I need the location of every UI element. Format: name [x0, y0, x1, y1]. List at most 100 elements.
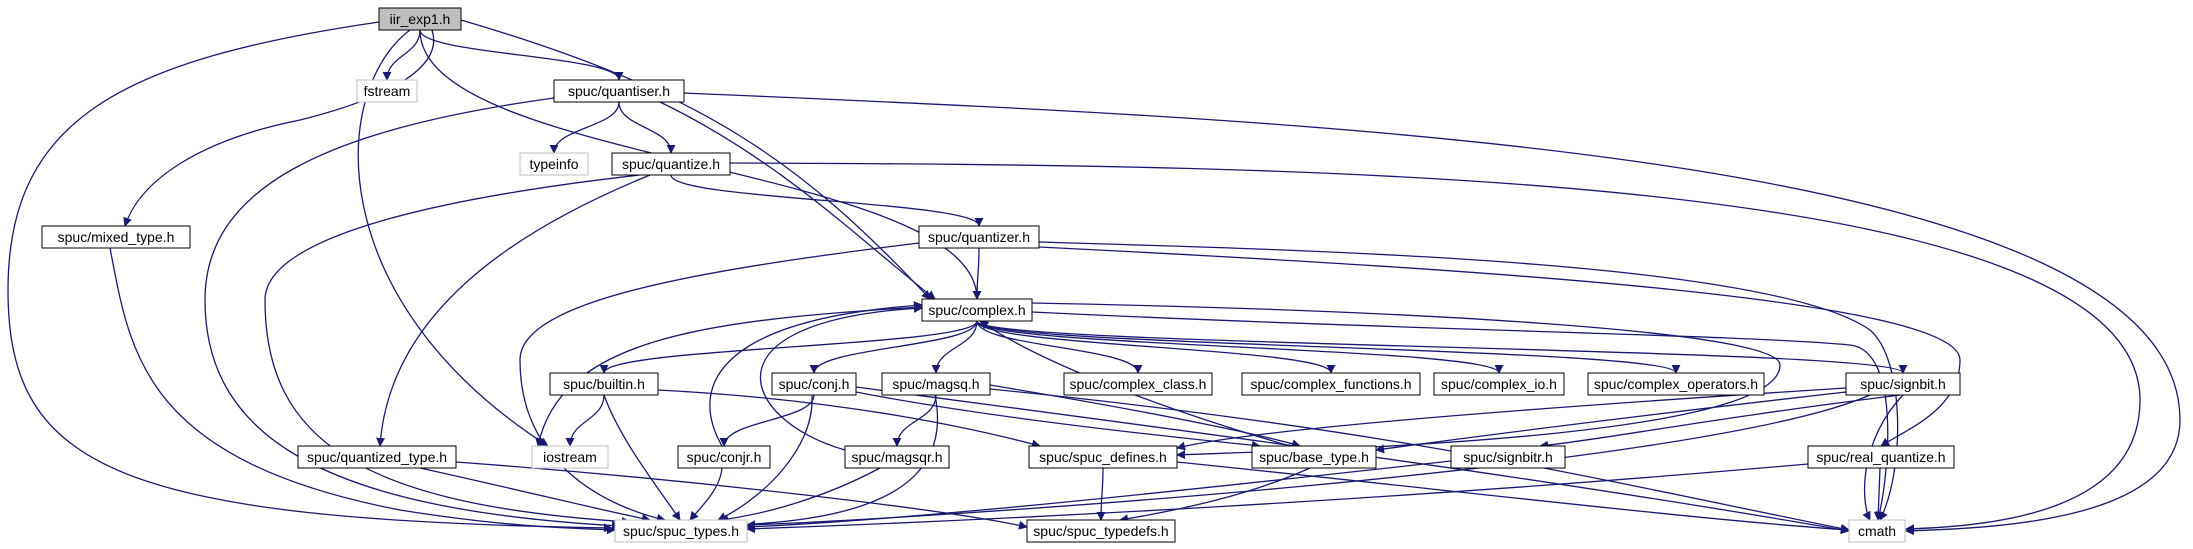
node-signbit-box — [1845, 372, 1961, 396]
edge-quantizer-to-complex — [972, 247, 982, 300]
edge-complex-to-builtin — [599, 320, 978, 374]
node-magsq-label: spuc/magsq.h — [892, 376, 979, 392]
node-magsqr-box — [844, 445, 950, 469]
node-cio[interactable]: spuc/complex_io.h — [1433, 372, 1565, 396]
edge-signbit-to-signbitr — [1539, 394, 1901, 450]
node-builtin[interactable]: spuc/builtin.h — [549, 372, 659, 396]
edge-basetype-to-typedefs-line — [1119, 467, 1311, 524]
edge-complex-to-cclass — [976, 320, 1143, 374]
edge-quantizer-to-cmath-line — [1038, 241, 1899, 521]
node-magsqr[interactable]: spuc/magsqr.h — [844, 445, 950, 469]
edge-conj-to-conjr-line — [719, 394, 815, 447]
node-qtype-label: spuc/quantized_type.h — [307, 449, 447, 465]
node-signbitr[interactable]: spuc/signbitr.h — [1450, 445, 1566, 469]
node-quantizer-box — [918, 225, 1040, 249]
node-defines-box — [1028, 445, 1178, 469]
edge-iir-to-mixed — [123, 29, 435, 227]
node-cio-label: spuc/complex_io.h — [1441, 376, 1557, 392]
edge-conj-to-basetype — [855, 391, 1261, 450]
edge-signbit-to-defines-line — [1176, 387, 1847, 451]
node-quantiser-box — [553, 79, 685, 103]
node-conjr-box — [677, 445, 771, 469]
edge-conjr-to-types — [689, 467, 723, 521]
node-iir-label: iir_exp1.h — [390, 11, 451, 27]
edge-quantizer-to-types — [519, 242, 920, 523]
node-builtin-label: spuc/builtin.h — [563, 376, 645, 392]
node-signbit[interactable]: spuc/signbit.h — [1845, 372, 1961, 396]
edge-signbit-to-basetype-line — [1375, 391, 1847, 454]
node-cclass-box — [1063, 372, 1213, 396]
node-mixed[interactable]: spuc/mixed_type.h — [41, 225, 191, 249]
edge-quantize-to-qtype — [376, 174, 651, 447]
edge-conj-to-basetype-line — [855, 391, 1261, 450]
edge-signbitr-to-types — [746, 460, 1452, 532]
edge-complex-to-signbit — [976, 320, 1908, 374]
node-types-label: spuc/spuc_types.h — [623, 523, 739, 539]
node-quantize-box — [611, 152, 731, 176]
edge-quantize-to-types — [264, 174, 641, 526]
node-fstream-label: fstream — [364, 83, 411, 99]
edge-signbit-to-basetype — [1375, 391, 1847, 454]
edge-iir-to-iostream-line — [357, 29, 549, 447]
node-magsq-box — [881, 372, 991, 396]
edge-quantiser-to-typeinfo — [549, 101, 620, 154]
node-cclass[interactable]: spuc/complex_class.h — [1063, 372, 1213, 396]
edge-quantize-to-quantizer — [670, 174, 984, 227]
node-typedefs-label: spuc/spuc_typedefs.h — [1033, 523, 1168, 539]
node-iostream-box — [531, 445, 609, 469]
node-cops[interactable]: spuc/complex_operators.h — [1587, 372, 1765, 396]
node-complex[interactable]: spuc/complex.h — [921, 298, 1033, 322]
node-typedefs[interactable]: spuc/spuc_typedefs.h — [1026, 519, 1176, 543]
edges-layer — [7, 19, 2181, 536]
edge-complex-to-magsq-line — [931, 320, 978, 374]
node-quantize[interactable]: spuc/quantize.h — [611, 152, 731, 176]
edge-conj-to-types-line — [717, 394, 813, 521]
edge-magsq-to-types-line — [729, 394, 939, 530]
node-fstream: fstream — [356, 79, 418, 103]
node-realq-box — [1807, 445, 1955, 469]
node-conjr[interactable]: spuc/conjr.h — [677, 445, 771, 469]
edge-complex-to-magsq — [931, 320, 978, 374]
edge-quantiser-to-cmath-line — [683, 92, 2181, 536]
node-realq[interactable]: spuc/real_quantize.h — [1807, 445, 1955, 469]
edge-quantize-to-quantizer-line — [670, 174, 984, 227]
node-realq-label: spuc/real_quantize.h — [1816, 449, 1945, 465]
node-cmath-label: cmath — [1858, 523, 1896, 539]
edge-quantize-to-types-line — [264, 174, 641, 526]
node-magsq[interactable]: spuc/magsq.h — [881, 372, 991, 396]
edge-magsq-to-basetype — [989, 384, 1301, 448]
node-conj-label: spuc/conj.h — [779, 376, 850, 392]
node-cfunc[interactable]: spuc/complex_functions.h — [1241, 372, 1421, 396]
node-iir[interactable]: iir_exp1.h — [378, 7, 462, 31]
node-defines[interactable]: spuc/spuc_defines.h — [1028, 445, 1178, 469]
node-magsqr-label: spuc/magsqr.h — [851, 449, 942, 465]
edge-magsq-to-magsqr-line — [892, 394, 937, 447]
edge-builtin-to-defines-line — [657, 389, 1041, 449]
node-qtype[interactable]: spuc/quantized_type.h — [297, 445, 457, 469]
edge-quantize-to-cmath-line — [729, 162, 2141, 534]
edge-complex-to-cclass-line — [976, 320, 1143, 374]
edge-realq-to-cmath-line — [1873, 467, 1883, 521]
edge-complex-to-cio-line — [976, 320, 1504, 374]
edge-iir-to-fstream-line — [382, 29, 421, 81]
edge-iir-to-iostream — [357, 29, 549, 447]
node-signbitr-box — [1450, 445, 1566, 469]
node-basetype[interactable]: spuc/base_type.h — [1251, 445, 1377, 469]
node-cfunc-box — [1241, 372, 1421, 396]
edge-realq-to-types-line — [746, 463, 1809, 534]
node-quantizer[interactable]: spuc/quantizer.h — [918, 225, 1040, 249]
edge-quantize-to-qtype-line — [376, 174, 651, 447]
edge-quantiser-to-types-line — [204, 97, 621, 531]
edge-quantizer-to-cmath — [1038, 241, 1899, 521]
node-conj[interactable]: spuc/conj.h — [771, 372, 857, 396]
edge-iir-to-types-line — [7, 21, 613, 533]
node-quantiser[interactable]: spuc/quantiser.h — [553, 79, 685, 103]
node-cclass-label: spuc/complex_class.h — [1070, 376, 1207, 392]
node-signbitr-label: spuc/signbitr.h — [1463, 449, 1553, 465]
edge-quantizer-to-types-line — [519, 242, 920, 523]
edge-quantiser-to-complex-line — [659, 101, 936, 300]
edge-complex-to-cops-line — [976, 320, 1681, 374]
edge-complex-to-iostream — [535, 306, 923, 447]
